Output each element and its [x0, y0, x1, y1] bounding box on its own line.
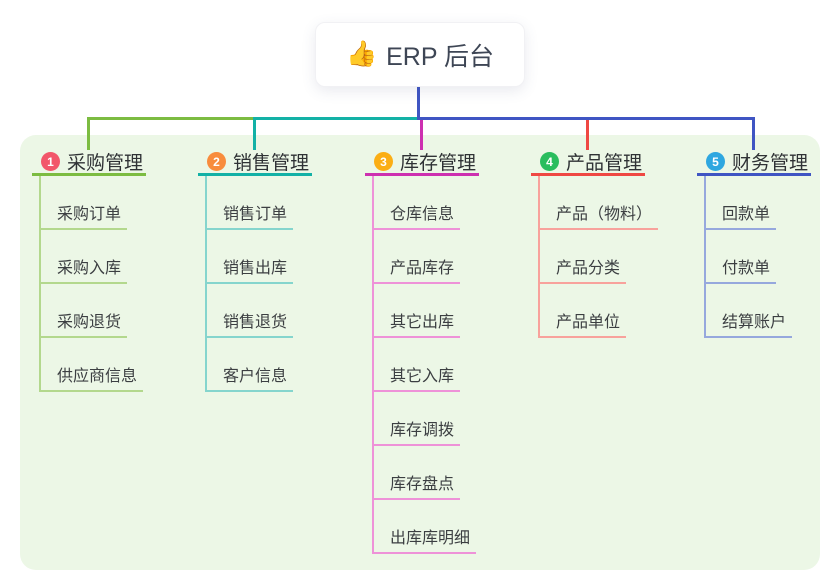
branch-number-badge: 3 [374, 152, 393, 171]
child-node[interactable]: 产品（物料） [540, 176, 659, 230]
child-label: 库存调拨 [390, 422, 455, 439]
child-node[interactable]: 付款单 [706, 230, 777, 284]
branch-title[interactable]: 3 库存管理 [365, 150, 479, 176]
branch-children: 仓库信息 产品库存 其它出库 其它入库 库存调拨 库存盘点 出库库明细 [372, 176, 477, 554]
child-node[interactable]: 供应商信息 [41, 338, 144, 392]
child-label: 付款单 [722, 260, 771, 277]
child-node[interactable]: 采购退货 [41, 284, 128, 338]
branch-drop-line [752, 120, 755, 150]
child-node[interactable]: 库存调拨 [374, 392, 461, 446]
branch-drop-line [586, 120, 589, 150]
child-label: 销售出库 [223, 260, 288, 277]
child-label: 产品库存 [390, 260, 455, 277]
branch-children: 采购订单 采购入库 采购退货 供应商信息 [39, 176, 144, 392]
root-stem-line [417, 85, 420, 120]
child-node[interactable]: 产品库存 [374, 230, 461, 284]
branch-children: 产品（物料） 产品分类 产品单位 [538, 176, 659, 338]
bus-segment-3 [417, 117, 755, 120]
child-node[interactable]: 仓库信息 [374, 176, 461, 230]
branch-title[interactable]: 4 产品管理 [531, 150, 645, 176]
branch-5: 5 财务管理 回款单 付款单 结算账户 [697, 150, 811, 338]
branches-panel [20, 135, 820, 570]
child-label: 库存盘点 [390, 476, 455, 493]
child-label: 产品分类 [556, 260, 621, 277]
child-node[interactable]: 客户信息 [207, 338, 294, 392]
child-node[interactable]: 销售退货 [207, 284, 294, 338]
child-label: 采购订单 [57, 206, 122, 223]
branch-drop-line [420, 120, 423, 150]
branch-label: 采购管理 [67, 153, 144, 174]
bus-segment-2 [253, 117, 420, 120]
child-label: 采购入库 [57, 260, 122, 277]
child-label: 回款单 [722, 206, 771, 223]
child-label: 其它出库 [390, 314, 455, 331]
child-label: 结算账户 [722, 314, 787, 331]
child-node[interactable]: 产品分类 [540, 230, 627, 284]
child-label: 供应商信息 [57, 368, 138, 385]
branch-label: 销售管理 [233, 153, 310, 174]
child-node[interactable]: 其它入库 [374, 338, 461, 392]
child-label: 产品（物料） [556, 206, 653, 223]
branch-number-badge: 2 [207, 152, 226, 171]
branch-label: 产品管理 [566, 153, 643, 174]
child-label: 销售订单 [223, 206, 288, 223]
branch-4: 4 产品管理 产品（物料） 产品分类 产品单位 [531, 150, 659, 338]
root-label: ERP 后台 [386, 42, 495, 71]
branch-children: 销售订单 销售出库 销售退货 客户信息 [205, 176, 294, 392]
branch-1: 1 采购管理 采购订单 采购入库 采购退货 供应商信息 [32, 150, 146, 392]
child-label: 仓库信息 [390, 206, 455, 223]
child-label: 销售退货 [223, 314, 288, 331]
branch-title[interactable]: 2 销售管理 [198, 150, 312, 176]
root-node[interactable]: 👍 ERP 后台 [315, 22, 525, 87]
child-label: 出库库明细 [390, 530, 471, 547]
branch-title[interactable]: 1 采购管理 [32, 150, 146, 176]
child-node[interactable]: 出库库明细 [374, 500, 477, 554]
thumbs-up-icon: 👍 [345, 40, 378, 68]
child-node[interactable]: 采购订单 [41, 176, 128, 230]
child-node[interactable]: 销售出库 [207, 230, 294, 284]
child-label: 其它入库 [390, 368, 455, 385]
branch-number-badge: 1 [41, 152, 60, 171]
child-node[interactable]: 产品单位 [540, 284, 627, 338]
child-node[interactable]: 采购入库 [41, 230, 128, 284]
child-node[interactable]: 销售订单 [207, 176, 294, 230]
branch-2: 2 销售管理 销售订单 销售出库 销售退货 客户信息 [198, 150, 312, 392]
branch-label: 财务管理 [732, 153, 809, 174]
branch-title[interactable]: 5 财务管理 [697, 150, 811, 176]
child-node[interactable]: 回款单 [706, 176, 777, 230]
bus-segment-1 [87, 117, 254, 120]
branch-drop-line [87, 120, 90, 150]
branch-number-badge: 4 [540, 152, 559, 171]
branch-children: 回款单 付款单 结算账户 [704, 176, 793, 338]
branch-label: 库存管理 [400, 153, 477, 174]
branch-3: 3 库存管理 仓库信息 产品库存 其它出库 其它入库 库存调拨 库存盘点 出库库… [365, 150, 479, 554]
child-node[interactable]: 结算账户 [706, 284, 793, 338]
branch-drop-line [253, 120, 256, 150]
branch-number-badge: 5 [706, 152, 725, 171]
child-node[interactable]: 其它出库 [374, 284, 461, 338]
child-node[interactable]: 库存盘点 [374, 446, 461, 500]
child-label: 客户信息 [223, 368, 288, 385]
child-label: 采购退货 [57, 314, 122, 331]
child-label: 产品单位 [556, 314, 621, 331]
